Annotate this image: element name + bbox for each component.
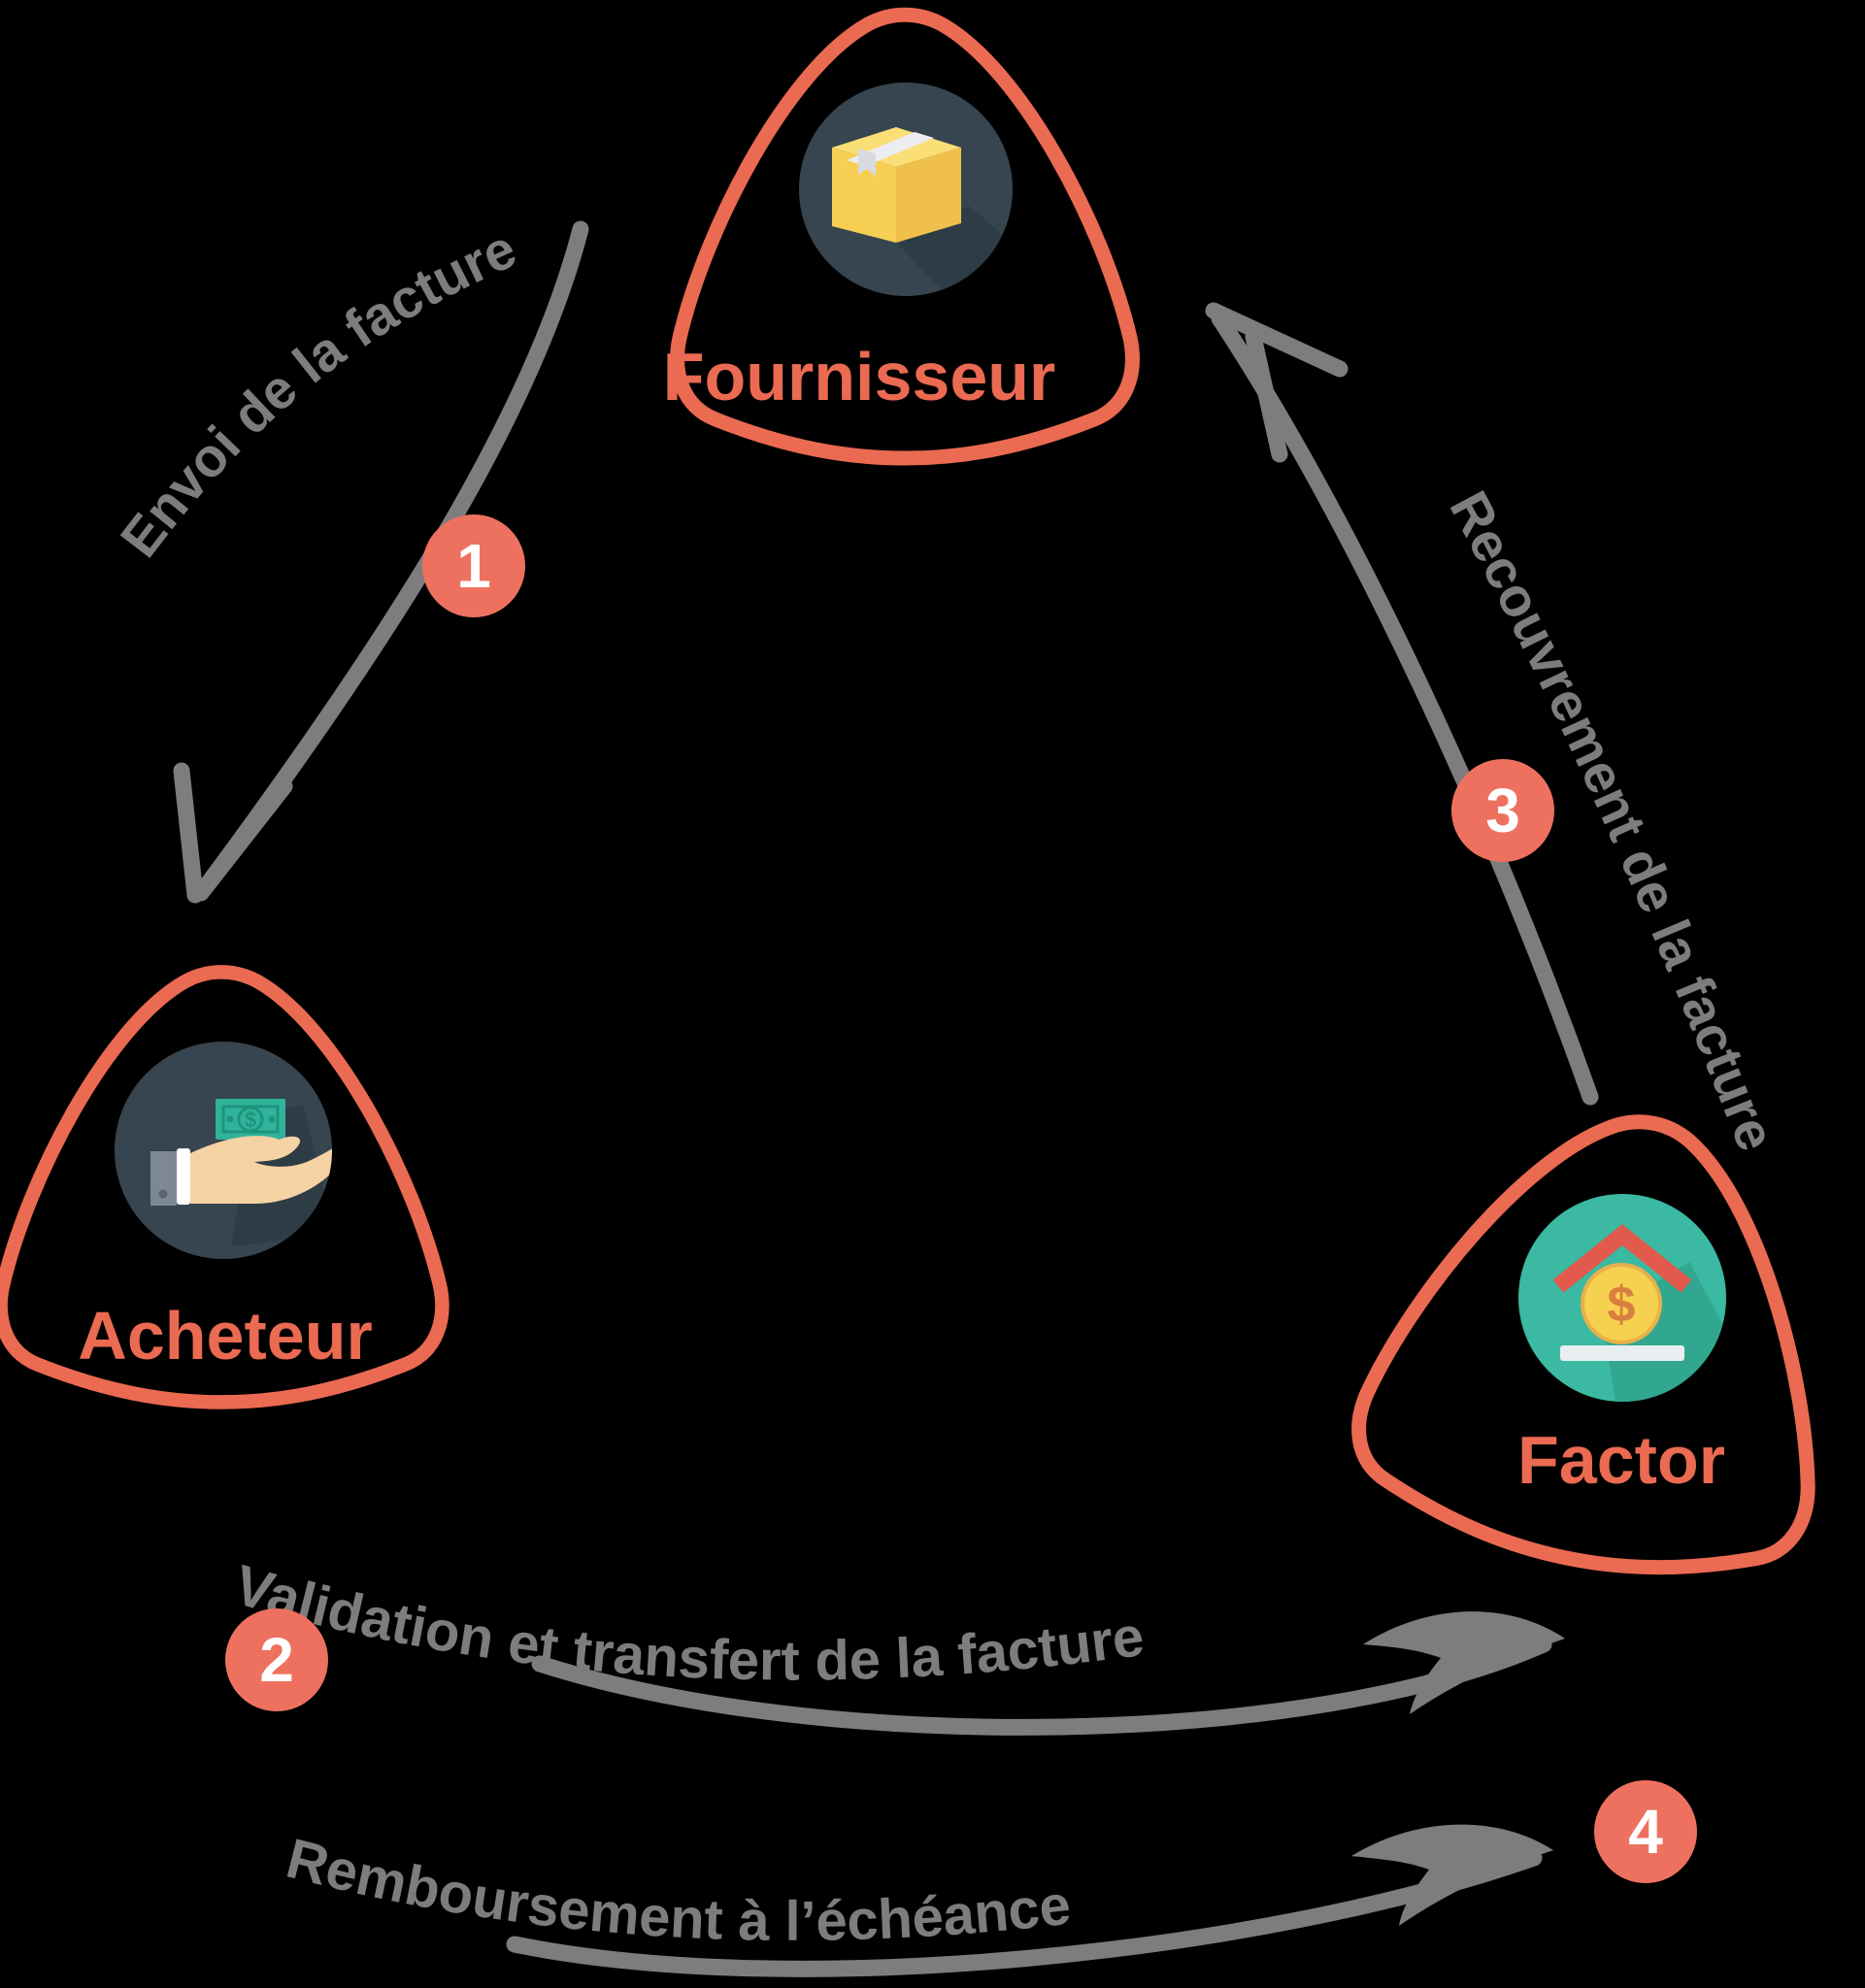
step-4-number: 4 — [1628, 1797, 1663, 1867]
node-factor: $ Factor — [1340, 1077, 1865, 1605]
box-right-face — [896, 148, 961, 243]
step-2-number: 2 — [259, 1625, 294, 1695]
flow-2-label: Validation et transfert de la facture — [227, 1553, 1148, 1692]
hand-money-icon: $ — [150, 1099, 332, 1246]
flow-3-arrowhead-icon — [1205, 302, 1349, 378]
flow-2-arrow — [531, 1611, 1565, 1736]
flow-4-label-text: Remboursement à l’échéance — [281, 1827, 1074, 1953]
shirt-cuff — [177, 1148, 190, 1205]
coin — [1581, 1263, 1662, 1344]
step-1-number: 1 — [456, 531, 491, 601]
flow-4-label: Remboursement à l’échéance — [281, 1827, 1074, 1953]
node-factor-label: Factor — [1517, 1422, 1725, 1498]
node-fournisseur-label: Fournisseur — [663, 339, 1056, 414]
flow-3-arrowhead-icon — [1245, 328, 1288, 463]
step-1-badge-circle — [422, 514, 525, 617]
package-box-icon — [832, 127, 1013, 296]
step-3-badge-circle — [1451, 759, 1554, 862]
step-2-badge: 2 — [225, 1608, 328, 1711]
flow-2-label-text: Validation et transfert de la facture — [227, 1553, 1148, 1692]
banknote-dollar-glyph: $ — [245, 1108, 256, 1132]
bank-roof — [1552, 1224, 1692, 1293]
flow-3-arrow — [1205, 302, 1599, 1106]
sleeve-button — [158, 1189, 168, 1199]
flow-1-arrowhead-icon — [192, 778, 293, 902]
banknote-dot — [226, 1115, 234, 1123]
step-1-badge: 1 — [422, 514, 525, 617]
box-left-face — [832, 148, 896, 243]
bank-base — [1560, 1345, 1684, 1361]
flow-4-arrowhead-icon — [1351, 1824, 1553, 1926]
flow-1-arrowhead-icon — [173, 762, 204, 904]
open-hand — [190, 1136, 332, 1204]
flow-4-arrow — [506, 1824, 1553, 1977]
banknote-dot — [268, 1115, 276, 1123]
step-3-number: 3 — [1485, 776, 1520, 845]
box-ribbon-tag — [858, 149, 876, 177]
step-2-badge-circle — [225, 1608, 328, 1711]
node-acheteur-label: Acheteur — [78, 1298, 372, 1374]
flow-4-arrow-shaft — [506, 1849, 1543, 1977]
step-4-badge-circle — [1594, 1780, 1697, 1883]
step-3-badge: 3 — [1451, 759, 1554, 862]
coin-dollar-glyph: $ — [1608, 1276, 1636, 1333]
flow-2-arrowhead-icon — [1363, 1611, 1565, 1714]
step-4-badge: 4 — [1594, 1780, 1697, 1883]
banknote-seal — [237, 1106, 264, 1133]
node-acheteur: $ Acheteur — [1, 972, 443, 1402]
node-fournisseur: Fournisseur — [663, 15, 1133, 458]
